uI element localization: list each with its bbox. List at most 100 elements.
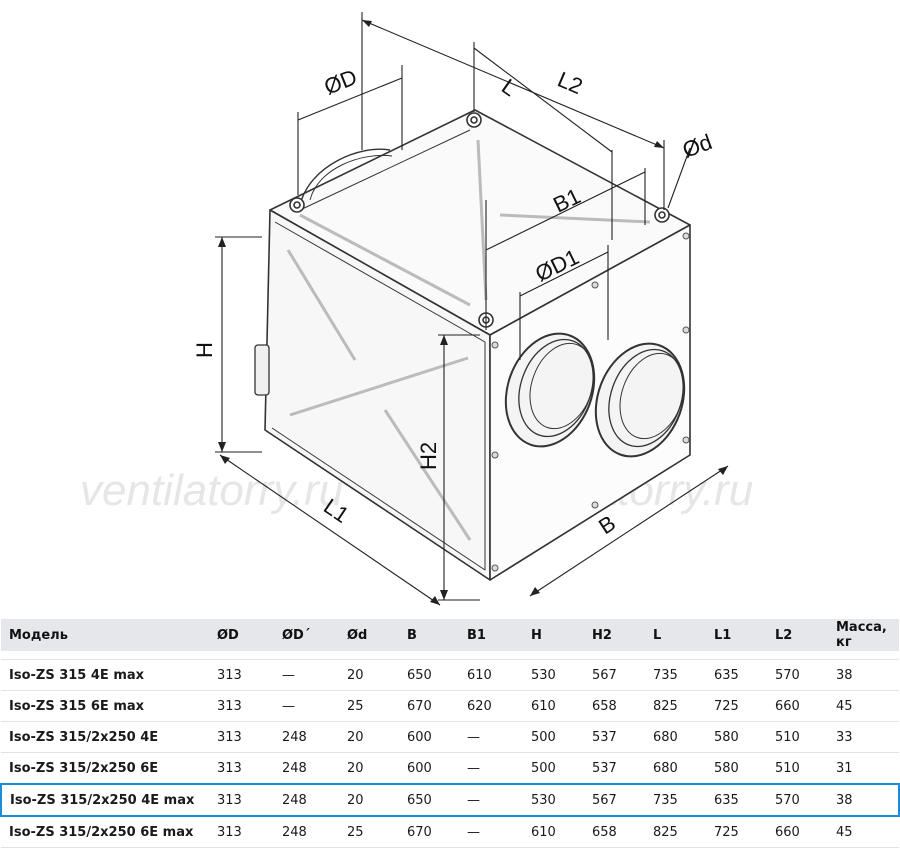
header-L: L [645,619,706,651]
cell: 25 [339,816,399,848]
cell: 20 [339,752,399,785]
cell: 313 [209,659,274,691]
cell: 680 [645,752,706,785]
cell: — [274,690,339,722]
cell: — [459,752,523,785]
cell: 537 [584,752,645,785]
cell: — [459,783,523,817]
cell: 313 [209,783,274,817]
header-mass: Масса, кг [828,619,899,651]
cell: — [274,659,339,691]
bolts [491,232,690,572]
header-H2: H2 [584,619,645,651]
cell: 680 [645,721,706,753]
cell: — [459,721,523,753]
cell: 658 [584,816,645,848]
cell: 248 [274,752,339,785]
cell: 313 [209,690,274,722]
table-spacer [1,651,899,660]
cell: 33 [828,721,899,753]
cell: — [459,816,523,848]
cell: 600 [399,721,459,753]
box-body [254,109,691,581]
table-row: Iso-ZS 315/2x250 4E 313 248 20 600 — 500… [1,721,899,753]
cell: 580 [706,721,767,753]
cell: 313 [209,721,274,753]
watermark-left: ventilatorry.ru [80,466,343,515]
cell: 825 [645,690,706,722]
cell: 660 [767,690,828,722]
cell: 31 [828,752,899,785]
cell: 20 [339,783,399,817]
cell: 610 [459,659,523,691]
header-L2: L2 [767,619,828,651]
cell: 725 [706,690,767,722]
cell: 567 [584,783,645,817]
dim-label-D: ØD [321,64,361,100]
spec-table: Модель ØD ØD´ Ød B B1 H H2 L L1 L2 Масса… [0,619,900,848]
cell: 38 [828,783,900,817]
table-row: Iso-ZS 315/2x250 6E 313 248 20 600 — 500… [1,752,899,785]
technical-drawing: ventilatorry.ru ventilatorry.ru [80,12,753,606]
cell: 650 [399,659,459,691]
cell: 635 [706,659,767,691]
header-D-prime: ØD´ [274,619,339,651]
cell-model: Iso-ZS 315/2x250 6E max [1,816,209,848]
cell: 580 [706,752,767,785]
cell: 313 [209,816,274,848]
cell: 20 [339,659,399,691]
cell: 670 [399,816,459,848]
header-H: H [523,619,584,651]
cell: 45 [828,816,899,848]
arrowheads [218,20,728,605]
dim-label-H: H [192,342,217,358]
cell: 20 [339,721,399,753]
table-row: Iso-ZS 315 4E max 313 — 20 650 610 530 5… [1,659,899,691]
dim-label-L2: L2 [554,67,586,100]
cell: 735 [645,783,706,817]
cell: 635 [706,783,767,817]
cell: 610 [523,690,584,722]
cell: 650 [399,783,459,817]
cell: 660 [767,816,828,848]
cell: 530 [523,659,584,691]
cell: 45 [828,690,899,722]
cell-model: Iso-ZS 315/2x250 4E max [0,783,209,817]
cell: 510 [767,752,828,785]
header-D: ØD [209,619,274,651]
cell: 25 [339,690,399,722]
cell: 570 [767,659,828,691]
cell: 600 [399,752,459,785]
cell-model: Iso-ZS 315/2x250 4E [1,721,209,753]
cell: 248 [274,816,339,848]
table-row: Iso-ZS 315/2x250 6E max 313 248 25 670 —… [1,816,899,848]
cell: 725 [706,816,767,848]
lifting-eyes [289,112,670,328]
spigot-right [594,342,686,458]
header-B1: B1 [459,619,523,651]
cell-model: Iso-ZS 315/2x250 6E [1,752,209,785]
spigot-left [504,332,596,448]
cell: 38 [828,659,899,691]
cell: 567 [584,659,645,691]
dim-label-d: Ød [679,129,715,163]
cell: 570 [767,783,828,817]
cell-model: Iso-ZS 315 6E max [1,690,209,722]
cell: 248 [274,783,339,817]
cell: 658 [584,690,645,722]
cell: 620 [459,690,523,722]
cell: 500 [523,752,584,785]
header-L1: L1 [706,619,767,651]
table-row-highlighted: Iso-ZS 315/2x250 4E max 313 248 20 650 —… [0,783,900,817]
dim-label-H2: H2 [416,442,441,470]
spec-table-header: Модель ØD ØD´ Ød B B1 H H2 L L1 L2 Масса… [1,619,899,651]
dimension-lines [215,12,729,606]
cell: 610 [523,816,584,848]
header-d: Ød [339,619,399,651]
cell: 825 [645,816,706,848]
dim-label-L: L [497,74,521,102]
cell: 537 [584,721,645,753]
header-model: Модель [1,619,209,651]
header-B: B [399,619,459,651]
cell: 500 [523,721,584,753]
